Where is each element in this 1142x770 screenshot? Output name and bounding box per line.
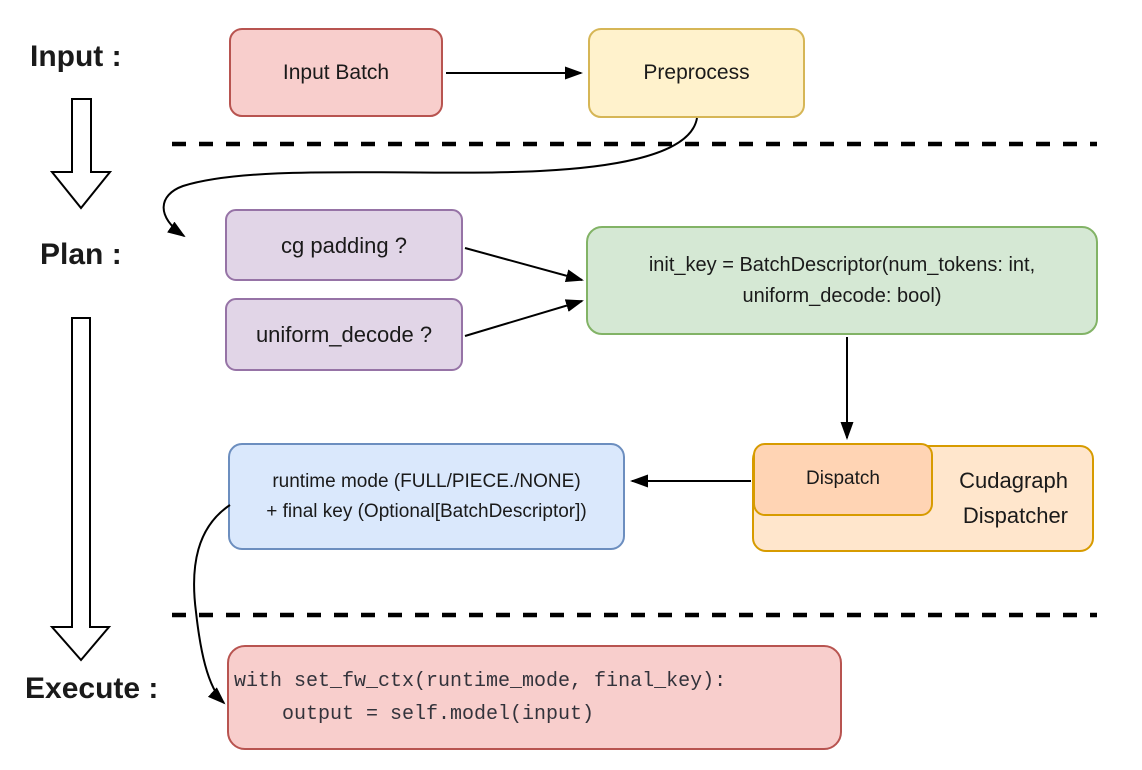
section-flow-arrow-plan-to-execute-icon [49,317,112,662]
arrow-uniform-decode-to-init-key [464,299,584,337]
section-label-input: Input : [30,40,122,73]
node-uniform-decode-label: uniform_decode ? [255,322,433,347]
arrow-runtime-mode-to-execute-code [193,504,231,705]
node-cg-padding-label: cg padding ? [281,232,407,258]
section-label-execute: Execute : [25,672,159,705]
node-execute-code: with set_fw_ctx(runtime_mode, final_key)… [227,645,842,750]
node-init-key: init_key = BatchDescriptor(num_tokens: i… [586,226,1098,335]
section-label-plan: Plan : [40,238,122,271]
node-execute-code-line1: with set_fw_ctx(runtime_mode, final_key)… [234,669,727,693]
arrow-cg-padding-to-init-key [464,247,584,283]
node-uniform-decode: uniform_decode ? [225,298,463,371]
node-runtime-mode-line1: runtime mode (FULL/PIECE./NONE) [272,471,581,493]
node-input-batch-label: Input Batch [282,60,390,84]
node-cg-padding: cg padding ? [225,209,463,281]
node-cudagraph-dispatcher-line2: Dispatcher [962,502,1068,528]
node-runtime-mode: runtime mode (FULL/PIECE./NONE) + final … [228,443,625,550]
node-dispatch: Dispatch [753,443,933,516]
node-init-key-line2: uniform_decode: bool) [742,284,942,307]
node-preprocess-label: Preprocess [643,61,750,85]
node-init-key-line1: init_key = BatchDescriptor(num_tokens: i… [648,253,1036,276]
section-flow-arrow-input-to-plan-icon [49,98,113,210]
node-execute-code-line2: output = self.model(input) [234,702,595,726]
node-input-batch: Input Batch [229,28,443,117]
node-preprocess: Preprocess [588,28,805,118]
node-cudagraph-dispatcher-line1: Cudagraph [959,468,1068,494]
node-runtime-mode-line2: + final key (Optional[BatchDescriptor]) [266,500,587,522]
node-dispatch-label: Dispatch [806,468,880,490]
